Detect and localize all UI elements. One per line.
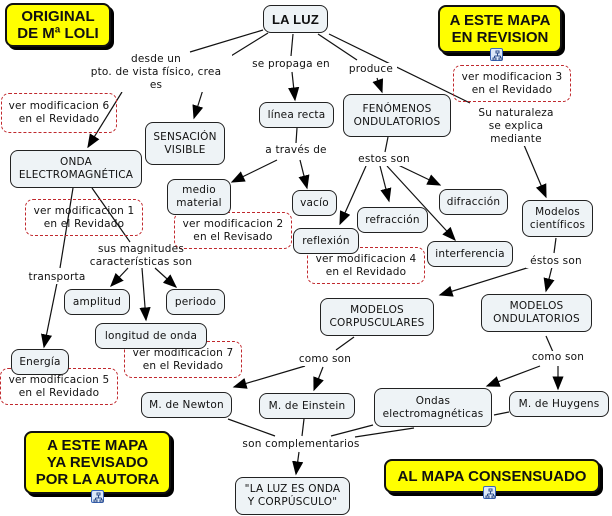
concept-sensacion-visible[interactable]: SENSACIÓN VISIBLE [145, 122, 225, 165]
link-phrase-produce: produce [345, 63, 397, 76]
link-ondas-comp-2 [354, 427, 415, 438]
title-consensuado[interactable]: AL MAPA CONSENSUADO [384, 459, 600, 493]
title-en-revision[interactable]: A ESTE MAPA EN REVISION [438, 5, 562, 53]
link-modelos-estos [553, 237, 557, 254]
link-ondulatorios-como [545, 335, 554, 353]
link-onda-magnitudes [91, 187, 131, 243]
note-modificacion-3: ver modificacion 3 en el Revidado [453, 65, 571, 102]
link-comp-conclusion [292, 451, 304, 476]
concept-periodo[interactable]: periodo [166, 289, 225, 315]
concept-modelos-cientificos[interactable]: Modelos científicos [522, 200, 593, 237]
concept-difraccion[interactable]: difracción [439, 189, 508, 215]
link-fenomenos-estos [384, 136, 389, 153]
concept-map-link-icon[interactable] [490, 48, 503, 61]
link-phrase-como-son-2: como son [528, 351, 588, 364]
title-original: ORIGINAL DE Mª LOLI [5, 3, 111, 47]
note-modificacion-2: ver modificacion 2 en el Revisado [174, 212, 292, 249]
link-corpusculares-como [335, 336, 355, 351]
link-estos-interferencia [386, 165, 456, 242]
concept-interferencia[interactable]: interferencia [427, 241, 513, 267]
link-huygens-ondas [493, 411, 510, 416]
link-produce-fenomenos [372, 77, 384, 94]
note-modificacion-4: ver modificacion 4 en el Revidado [307, 247, 425, 284]
concept-fenomenos-ondulatorios[interactable]: FENÓMENOS ONDULATORIOS [343, 94, 451, 137]
link-magnitudes-longitud [139, 267, 151, 322]
concept-map-link-icon[interactable] [483, 486, 496, 499]
concept-ondas-electromagneticas[interactable]: Ondas electromagnéticas [374, 388, 492, 427]
link-laluz-naturaleza [328, 33, 471, 104]
concept-linea-recta[interactable]: línea recta [259, 102, 334, 128]
link-laluz-propaga [290, 33, 294, 57]
link-como-newton [232, 365, 306, 389]
link-estos-difraccion [393, 162, 442, 186]
concept-onda-electromagnetica[interactable]: ONDA ELECTROMAGNÉTICA [10, 150, 142, 188]
link-estos-corpusculares [438, 266, 531, 297]
note-modificacion-1: ver modificacion 1 en el Revidado [25, 199, 143, 236]
link-phrase-su-naturaleza: Su naturaleza se explica mediante [472, 107, 560, 146]
link-onda-transporta [59, 187, 74, 269]
link-newton-comp [227, 418, 276, 437]
concept-m-huygens[interactable]: M. de Huygens [509, 391, 609, 417]
link-linea-traves [295, 127, 298, 144]
link-laluz-produce [317, 33, 358, 61]
link-estos-ondulatorios [543, 266, 555, 293]
link-traves-medio [230, 159, 278, 183]
link-phrase-sus-magnitudes: sus magnitudes características son [89, 243, 193, 268]
concept-la-luz[interactable]: LA LUZ [263, 5, 328, 33]
link-magnitudes-periodo [154, 267, 178, 288]
concept-energia[interactable]: Energía [11, 349, 69, 375]
link-phrase-son-complementarios: son complementarios [238, 438, 364, 451]
link-phrase-desde-un: desde un pto. de vista físico, crea es [80, 53, 232, 92]
concept-reflexion[interactable]: reflexión [293, 228, 359, 254]
concept-vacio[interactable]: vacío [292, 190, 337, 216]
title-ya-revisado[interactable]: A ESTE MAPA YA REVISADO POR LA AUTORA [24, 431, 171, 494]
link-como-ondas [485, 365, 541, 387]
link-propaga-linea [288, 71, 300, 102]
link-ondas-comp [330, 424, 374, 437]
concept-refraccion[interactable]: refracción [357, 207, 428, 233]
link-einstein-comp [301, 418, 305, 437]
concept-longitud-de-onda[interactable]: longitud de onda [95, 323, 207, 349]
concept-amplitud[interactable]: amplitud [64, 289, 130, 315]
concept-medio-material[interactable]: medio material [167, 179, 231, 215]
concept-modelos-ondulatorios[interactable]: MODELOS ONDULATORIOS [481, 294, 592, 332]
link-transporta-energia [41, 282, 58, 349]
link-estos-refraccion [379, 165, 392, 203]
link-phrase-transporta: transporta [26, 271, 88, 284]
note-modificacion-6: ver modificacion 6 en el Revidado [1, 93, 117, 133]
link-phrase-estos-son-2: éstos son [526, 255, 586, 268]
link-como-einstein [313, 366, 324, 392]
link-phrase-estos-son: estos son [353, 153, 415, 166]
link-phrase-a-traves-de: a través de [260, 144, 332, 157]
link-magnitudes-amplitud [110, 267, 129, 288]
link-estos-reflexion [339, 165, 367, 226]
link-naturaleza-modelos [523, 144, 547, 199]
link-laluz-desde [189, 29, 264, 53]
link-phrase-se-propaga-en: se propaga en [246, 58, 336, 71]
concept-map-link-icon[interactable] [91, 490, 104, 503]
concept-modelos-corpusculares[interactable]: MODELOS CORPUSCULARES [320, 298, 434, 336]
concept-m-newton[interactable]: M. de Newton [141, 392, 232, 418]
link-traves-vacio [298, 159, 310, 190]
link-phrase-como-son-1: como son [297, 353, 353, 366]
concept-m-einstein[interactable]: M. de Einstein [259, 393, 355, 419]
concept-conclusion[interactable]: "LA LUZ ES ONDA Y CORPÚSCULO" [235, 477, 350, 515]
